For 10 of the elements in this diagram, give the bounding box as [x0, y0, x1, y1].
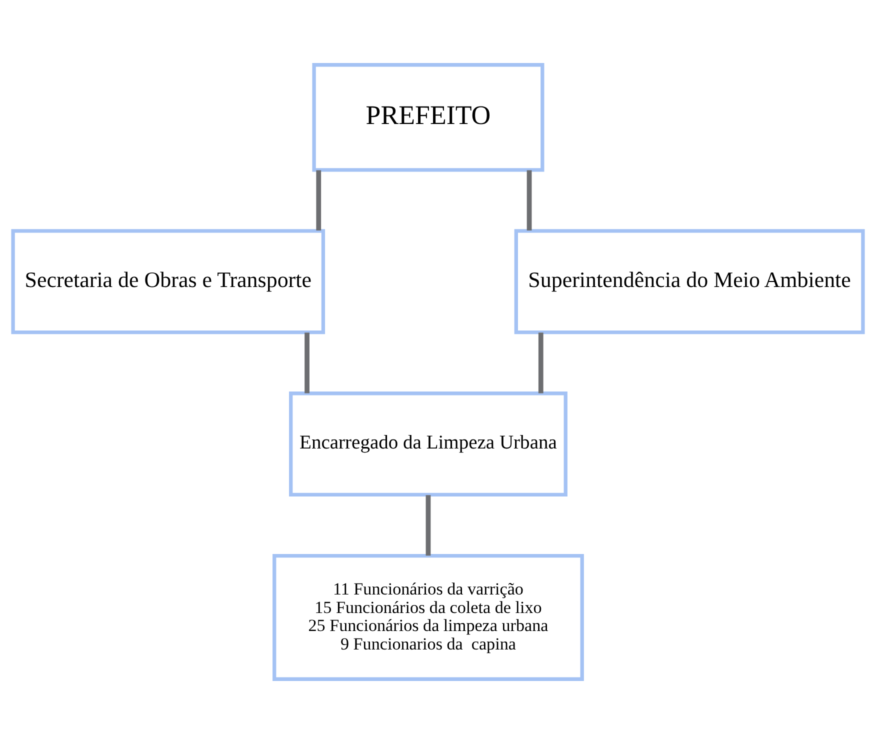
node-box: 11 Funcionários da varrição 15 Funcionários da coleta de lixo 25 Funcionários da limpeza urbana 9 Funcionarios da capina	[272, 554, 584, 681]
node-box: Encarregado da Limpeza Urbana	[289, 392, 568, 497]
node-box: PREFEITO	[312, 63, 544, 172]
connector	[538, 332, 544, 394]
connector	[316, 170, 322, 231]
node-box: Secretaria de Obras e Transporte	[11, 229, 326, 334]
node-box: Superintendência do Meio Ambiente	[514, 229, 865, 334]
connector	[526, 170, 532, 231]
connector	[304, 332, 310, 394]
connector	[426, 495, 431, 556]
